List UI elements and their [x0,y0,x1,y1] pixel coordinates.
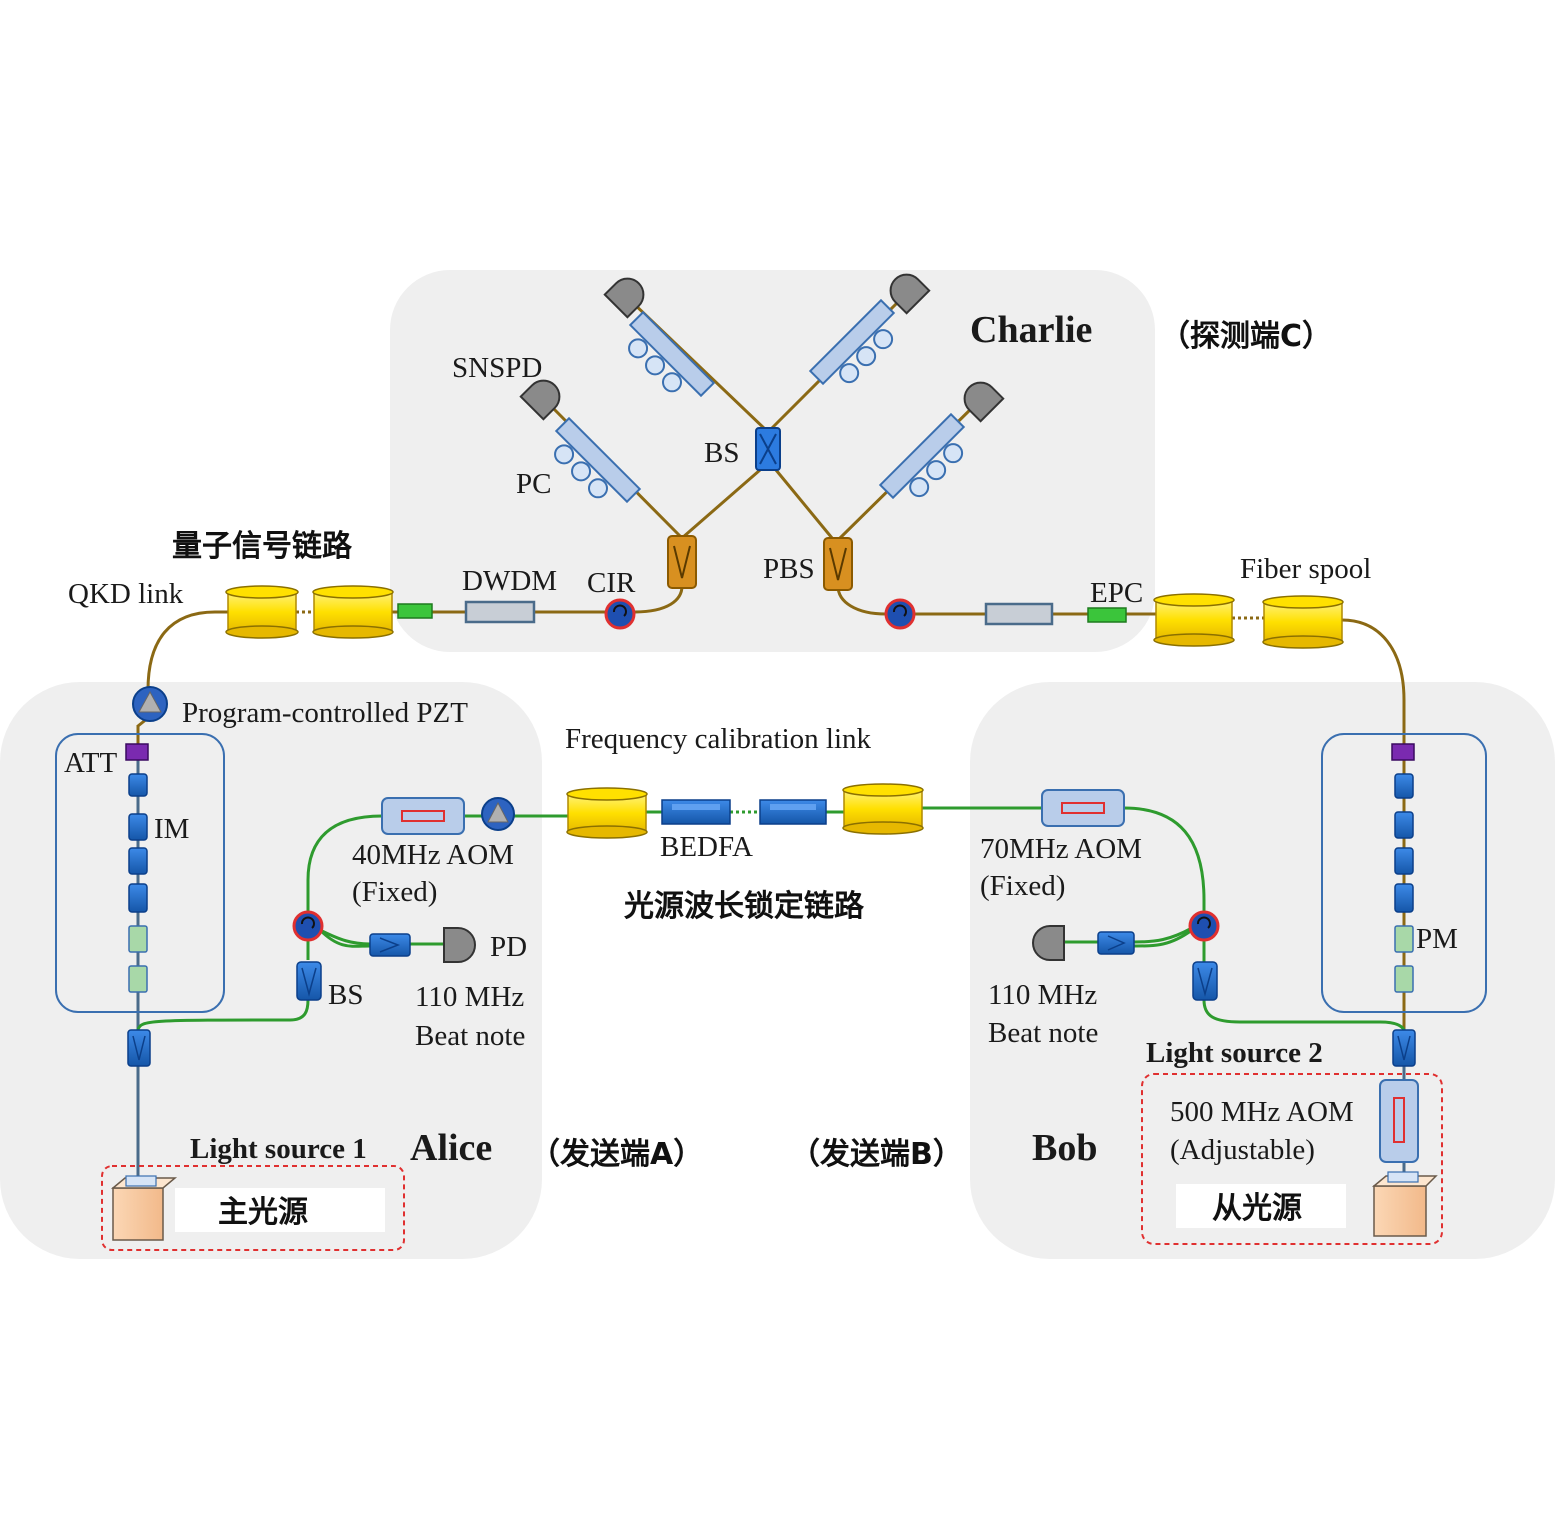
pc-upper-left [628,310,716,398]
aom-70 [1041,789,1125,827]
circulator-right [884,598,916,630]
bedfa-right [759,799,827,825]
bedfa-left [661,799,731,825]
aom500-label-2: (Adjustable) [1170,1134,1315,1166]
isolator-alice [369,933,411,957]
isolator-alice-mark [379,937,401,953]
master-label-bg [175,1188,385,1232]
laser-left [110,1175,178,1241]
pd-detector-bob [1032,925,1065,961]
pbs-left [667,535,697,589]
att-left [125,743,149,761]
att-label: ATT [64,747,117,779]
beat-right-label-1: 110 MHz [988,979,1097,1011]
lock-fibers [136,806,1406,1031]
snspd-detector-3 [519,379,561,421]
lock-link-cn-label: 光源波长锁定链路 [624,889,865,924]
pzt-label: Program-controlled PZT [182,697,468,729]
aom-500 [1379,1079,1419,1163]
pzt-left [132,686,168,722]
bob-region [970,682,1555,1259]
alice-transmitter-box [55,733,225,1013]
alice-note: （发送端A） [530,1137,703,1172]
pc-upper-right [808,298,896,386]
snspd-detector-4 [963,381,1005,423]
bob-title: Bob [1032,1127,1097,1169]
aom-40 [381,797,465,835]
bs-charlie-label: BS [704,437,739,469]
pbs-right [823,537,853,591]
spool-freq-1 [566,787,648,839]
slave-source-label: 从光源 [1212,1191,1302,1226]
pzt-freq [481,797,515,831]
beat-left-label-2: Beat note [415,1020,525,1052]
spool-freq-2 [842,783,924,835]
slave-label-bg [1176,1184,1346,1228]
charlie-title: Charlie [970,309,1092,351]
bob-note: （发送端B） [790,1137,963,1172]
pd-label: PD [490,931,527,963]
circulator-alice [292,910,324,942]
aom500-label-1: 500 MHz AOM [1170,1096,1354,1128]
aom70-label-2: (Fixed) [980,870,1065,902]
beat-right-label-2: Beat note [988,1017,1098,1049]
snspd-label: SNSPD [452,352,542,384]
bs-charlie [755,427,781,471]
charlie-note: （探测端C） [1160,319,1332,354]
pc-lower-left [554,416,642,504]
spool-qkd-2 [312,585,394,639]
im-stack-left [128,773,148,993]
coupler-bob-bottom [1392,1029,1416,1067]
spool-bob-1 [1153,593,1235,647]
freq-link-label: Frequency calibration link [565,723,872,755]
im-label: IM [154,813,189,845]
light-source-1-label: Light source 1 [190,1133,367,1165]
spool-qkd-1 [225,585,299,639]
circulator-left [604,598,636,630]
pm-stack-right [1394,773,1414,993]
laser-right [1371,1171,1438,1237]
dwdm-right [984,602,1054,626]
light-source-1-box [101,1165,405,1251]
pc-label: PC [516,468,551,500]
pm-label: PM [1416,923,1458,955]
bedfa-label: BEDFA [660,831,753,863]
circulator-bob [1188,910,1220,942]
pc-lower-right [878,412,966,500]
dwdm-label: DWDM [462,565,557,597]
light-source-2-box [1141,1073,1443,1245]
bob-transmitter-box [1321,733,1487,1013]
alice-title: Alice [410,1127,492,1169]
aom40-label-2: (Fixed) [352,876,437,908]
att-right [1391,743,1415,761]
snspd-detector-1 [603,277,645,319]
qkd-link-label: QKD link [68,578,184,610]
master-source-label: 主光源 [218,1195,308,1230]
pd-detector [443,927,476,963]
epc-right [1087,607,1127,623]
spool-bob-2 [1262,595,1344,649]
light-source-2-label: Light source 2 [1146,1037,1323,1069]
isolator-bob-mark [1107,935,1126,951]
isolator-bob [1097,931,1135,955]
fiber-spools [225,585,1344,839]
aom40-label-1: 40MHz AOM [352,839,514,871]
bs-bob [1192,961,1218,1001]
dwdm-left [464,600,536,624]
aom70-label-1: 70MHz AOM [980,833,1142,865]
snspd-detector-2 [889,273,931,315]
coupler-alice-bottom [127,1029,151,1067]
epc-left [397,603,433,619]
quantum-link-cn-label: 量子信号链路 [172,529,353,564]
bs-alice-label: BS [328,979,363,1011]
epc-label: EPC [1090,577,1143,609]
fiber-spool-label: Fiber spool [1240,553,1371,585]
pbs-label: PBS [763,553,815,585]
cir-label: CIR [587,567,636,599]
beat-left-label-1: 110 MHz [415,981,524,1013]
bs-alice [296,961,322,1001]
